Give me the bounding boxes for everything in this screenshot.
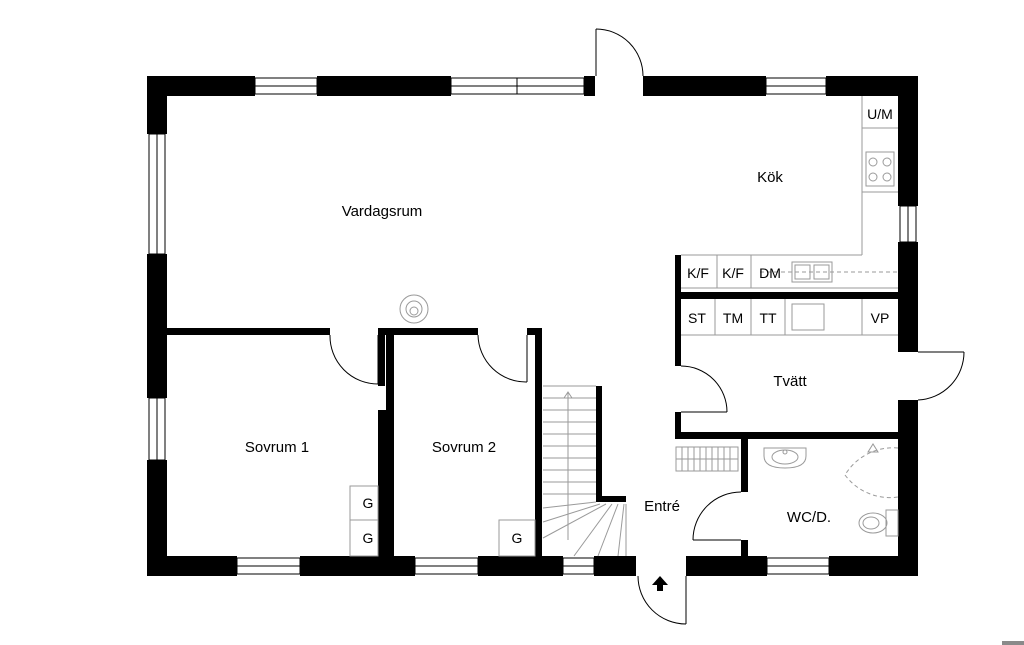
fixture-labels: U/M K/F K/F DM ST TM TT VP G G G	[363, 106, 893, 546]
window	[236, 557, 301, 575]
room-label-vardagsrum: Vardagsrum	[342, 203, 423, 220]
laundry-door	[680, 365, 728, 413]
front-door	[637, 575, 687, 625]
window	[450, 77, 585, 95]
room-label-kok: Kök	[757, 169, 783, 186]
interior-walls	[167, 255, 898, 556]
fixture-label-dm: DM	[759, 265, 781, 281]
toilet-icon	[858, 509, 899, 537]
fixture-label-tm: TM	[723, 310, 743, 326]
room-label-sovrum1: Sovrum 1	[245, 439, 309, 456]
fixture-label-g2: G	[363, 530, 374, 546]
window	[562, 557, 595, 575]
fixture-label-kf1: K/F	[687, 265, 709, 281]
room-label-sovrum2: Sovrum 2	[432, 439, 496, 456]
fixture-label-vp: VP	[871, 310, 890, 326]
window	[765, 77, 827, 95]
fixture-label-um: U/M	[867, 106, 893, 122]
wc-door	[692, 491, 742, 541]
bedroom1-door	[329, 334, 379, 385]
staircase-icon	[542, 385, 627, 557]
entrance-arrow-icon	[652, 576, 668, 591]
window	[766, 557, 830, 575]
bedroom2-door	[477, 334, 528, 383]
shower-icon	[844, 443, 899, 499]
window	[254, 77, 318, 95]
window	[899, 205, 917, 243]
laundry-outer-door	[917, 351, 965, 401]
fixture-label-st: ST	[688, 310, 706, 326]
windows	[148, 77, 917, 575]
washbasin-icon	[763, 447, 807, 469]
laundry-counters	[681, 299, 898, 336]
sink-icon	[791, 261, 833, 283]
fixture-label-g1: G	[363, 495, 374, 511]
fireplace-icon	[399, 294, 429, 324]
washbasin-icon	[791, 303, 825, 331]
window	[414, 557, 479, 575]
room-label-tvatt: Tvätt	[773, 373, 807, 390]
room-label-wc: WC/D.	[787, 509, 831, 526]
window	[148, 397, 166, 461]
doors	[329, 28, 965, 625]
fixture-label-kf2: K/F	[722, 265, 744, 281]
fixture-label-g3: G	[512, 530, 523, 546]
exterior-walls	[147, 76, 918, 576]
room-labels: Vardagsrum Kök Sovrum 1 Sovrum 2 Entré T…	[245, 169, 831, 526]
back-door	[595, 28, 644, 77]
corner-mark	[1002, 641, 1024, 645]
kitchen-counters	[681, 96, 898, 289]
window	[148, 133, 166, 255]
radiator-icon	[675, 446, 739, 472]
stove-icon	[865, 151, 895, 187]
wardrobes	[349, 485, 536, 557]
room-label-entre: Entré	[644, 498, 680, 515]
fixture-label-tt: TT	[759, 310, 777, 326]
